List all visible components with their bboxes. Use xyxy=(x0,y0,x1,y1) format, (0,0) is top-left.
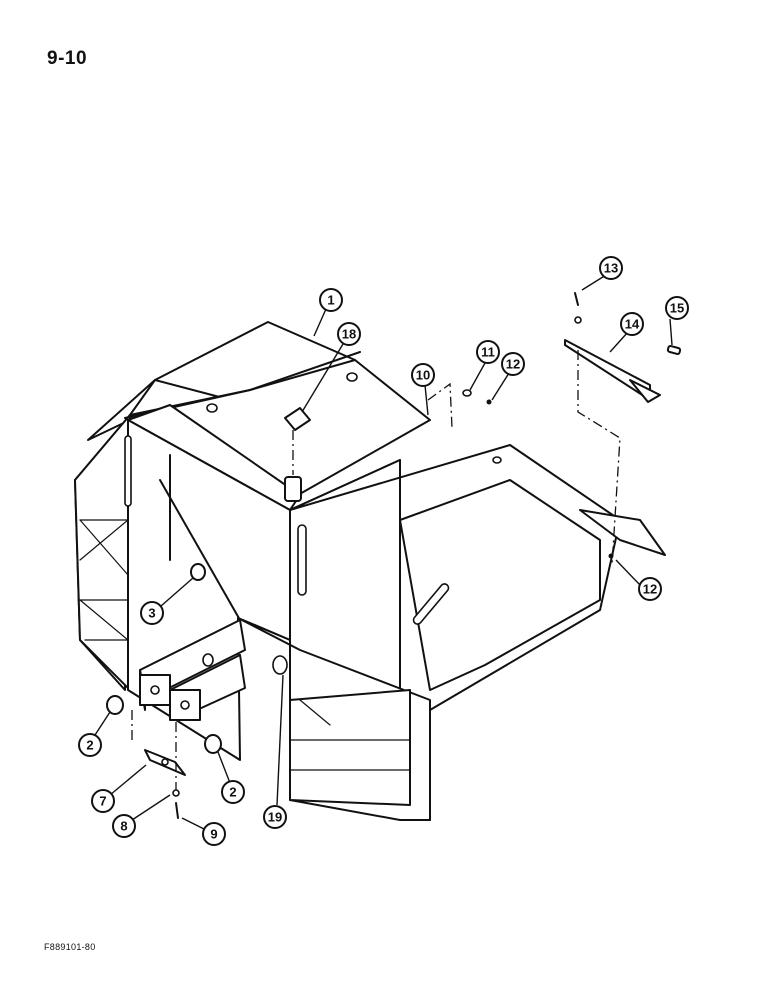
svg-text:19: 19 xyxy=(268,810,282,825)
left-ballast-box xyxy=(74,321,356,691)
bolt-13 xyxy=(574,292,582,324)
callout-18: 18 xyxy=(337,322,361,346)
svg-text:3: 3 xyxy=(148,606,155,621)
washer-11 xyxy=(462,389,472,397)
callout-8: 8 xyxy=(112,814,136,838)
svg-text:10: 10 xyxy=(416,368,430,383)
callout-7: 7 xyxy=(91,789,115,813)
washer-8 xyxy=(172,789,180,797)
bushing-3 xyxy=(190,563,206,581)
callout-12-top: 12 xyxy=(501,352,525,376)
assembly-lines xyxy=(131,350,621,790)
page-number: 9-10 xyxy=(47,48,88,69)
hitch-bars xyxy=(139,619,246,721)
pin-15 xyxy=(666,344,682,356)
svg-text:2: 2 xyxy=(229,785,236,800)
svg-text:2: 2 xyxy=(86,738,93,753)
svg-text:9: 9 xyxy=(210,827,217,842)
callout-15: 15 xyxy=(665,296,689,320)
callout-12-side: 12 xyxy=(638,577,662,601)
svg-text:18: 18 xyxy=(342,327,356,342)
bolt-9 xyxy=(175,802,179,819)
svg-text:12: 12 xyxy=(506,357,520,372)
mount-7 xyxy=(144,749,186,776)
svg-text:13: 13 xyxy=(604,261,618,276)
callout-3: 3 xyxy=(140,601,164,625)
svg-text:8: 8 xyxy=(120,819,127,834)
svg-text:11: 11 xyxy=(481,345,495,360)
callout-2-left: 2 xyxy=(78,733,102,757)
bushing-2-right xyxy=(204,734,222,754)
callout-13: 13 xyxy=(599,256,623,280)
svg-text:7: 7 xyxy=(99,794,106,809)
callout-19: 19 xyxy=(263,805,287,829)
leader-lines xyxy=(94,274,673,830)
callout-10: 10 xyxy=(411,363,435,387)
svg-text:12: 12 xyxy=(643,582,657,597)
svg-text:15: 15 xyxy=(670,301,684,316)
support-bracket-14 xyxy=(564,339,661,403)
callout-11: 11 xyxy=(476,340,500,364)
callout-1: 1 xyxy=(319,288,343,312)
bushing-2-left xyxy=(106,695,124,715)
figure-code: F889101-80 xyxy=(44,942,96,952)
callout-9: 9 xyxy=(202,822,226,846)
filler-cap-18 xyxy=(284,407,311,502)
callout-14: 14 xyxy=(620,312,644,336)
callout-2-right: 2 xyxy=(221,780,245,804)
svg-text:14: 14 xyxy=(625,317,640,332)
nut-12-top xyxy=(486,399,492,405)
right-fender xyxy=(237,444,666,821)
svg-text:1: 1 xyxy=(327,293,334,308)
